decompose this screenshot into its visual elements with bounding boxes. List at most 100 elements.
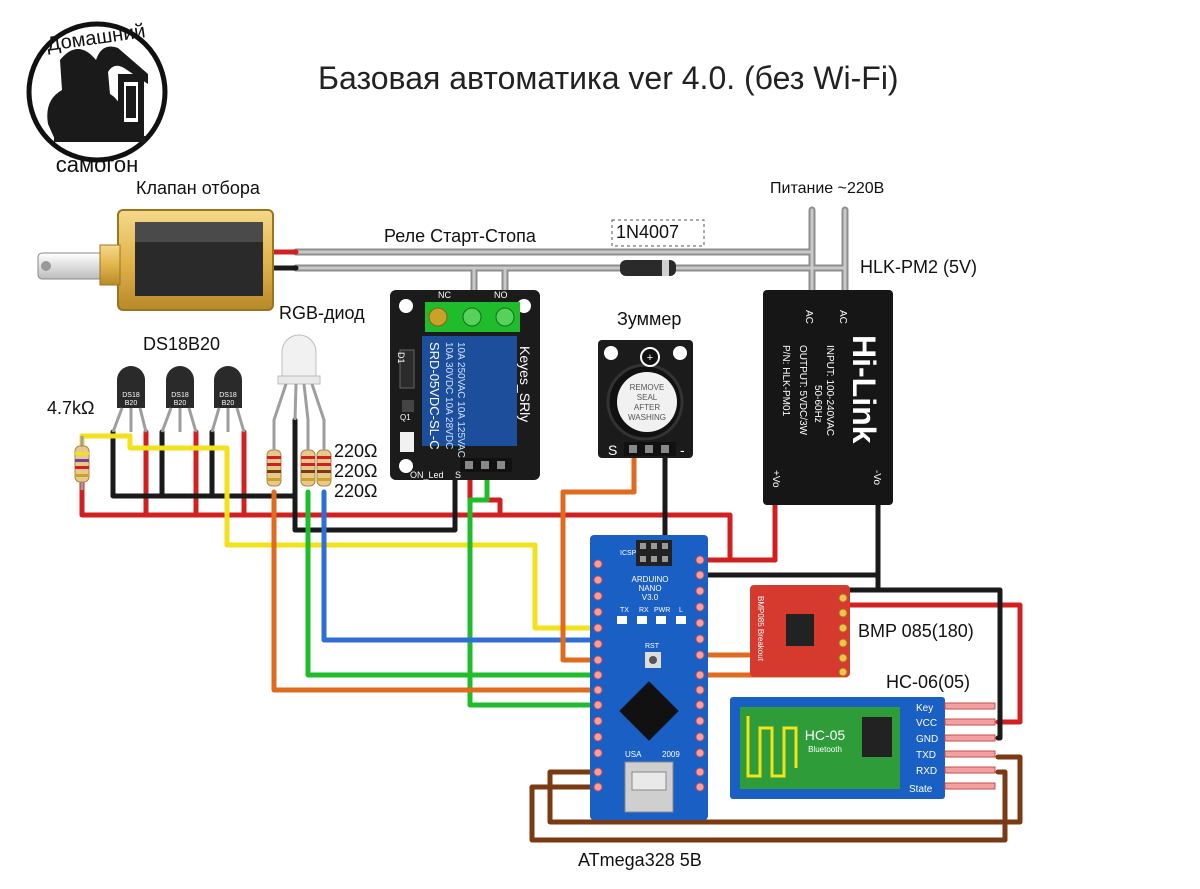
svg-text:Keyes_SRly: Keyes_SRly (517, 346, 533, 422)
wire-ac-2 (292, 264, 849, 294)
diode-1n4007 (611, 219, 705, 276)
svg-text:-: - (680, 442, 685, 458)
svg-text:RXD: RXD (916, 766, 937, 777)
logo: Домашний самогон (26, 20, 168, 177)
ds18b20-2: DS18 B20 (160, 366, 198, 433)
label-rgb: RGB-диод (279, 303, 365, 323)
svg-text:NC: NC (438, 290, 451, 300)
svg-text:TXD: TXD (916, 750, 936, 761)
buzzer-module: + REMOVE SEAL AFTER WASHING S - (598, 340, 693, 458)
svg-text:USA: USA (625, 750, 642, 759)
hlk-psu: AC AC +Vo -Vo Hi-Link INPUT: 100-240VAC … (763, 290, 893, 505)
label-buzzer: Зуммер (617, 309, 681, 329)
svg-text:Bluetooth: Bluetooth (808, 745, 842, 754)
svg-text:OUTPUT: 5VDC/3W: OUTPUT: 5VDC/3W (797, 345, 808, 436)
svg-text:TX: TX (620, 607, 629, 614)
svg-text:B20: B20 (174, 400, 187, 407)
relay-module: NC NO 10A 250VAC 10A 125VAC 10A 30VDC 10… (390, 290, 540, 480)
wire-onewire (79, 433, 601, 631)
svg-text:L: L (679, 607, 683, 614)
svg-text:+Vo: +Vo (770, 470, 781, 488)
labels: Клапан отбора Реле Старт-Стопа 1N4007 Пи… (47, 178, 977, 870)
wire-serial-2 (529, 769, 1008, 843)
label-r1: 220Ω (334, 441, 378, 461)
label-ds18b20: DS18B20 (143, 334, 220, 354)
svg-text:S: S (455, 470, 461, 480)
svg-text:50-60Hz: 50-60Hz (812, 385, 823, 423)
svg-text:-Vo: -Vo (871, 470, 882, 485)
svg-text:WASHING: WASHING (628, 413, 666, 422)
svg-text:BMP085 Breakout: BMP085 Breakout (756, 596, 765, 662)
svg-text:10A 250VAC 10A 125VAC: 10A 250VAC 10A 125VAC (455, 342, 466, 458)
svg-text:NANO: NANO (638, 584, 661, 593)
svg-text:GND: GND (916, 734, 938, 745)
label-psu: HLK-PM2 (5V) (860, 257, 977, 277)
label-valve: Клапан отбора (136, 178, 261, 198)
hc05-module: HC-05 Bluetooth Key VCC GND TXD RXD Stat… (730, 697, 996, 799)
svg-text:Hi-Link: Hi-Link (846, 335, 882, 444)
svg-text:State: State (909, 784, 933, 795)
svg-text:ON_Led: ON_Led (410, 470, 444, 480)
svg-text:B20: B20 (222, 400, 235, 407)
svg-text:RX: RX (639, 607, 649, 614)
arduino-nano: ICSP ARDUINO NANO V3.0 TX RX PWR L RST U… (590, 535, 708, 820)
wire-blue-rgb (321, 489, 601, 643)
svg-text:DS18: DS18 (122, 392, 140, 399)
svg-text:B20: B20 (125, 400, 138, 407)
svg-text:SEAL: SEAL (637, 393, 658, 402)
label-diode: 1N4007 (616, 222, 679, 242)
page-title: Базовая автоматика ver 4.0. (без Wi-Fi) (318, 60, 899, 96)
svg-text:Key: Key (916, 703, 933, 714)
svg-text:SRD-05VDC-SL-C: SRD-05VDC-SL-C (427, 342, 442, 450)
svg-text:AC: AC (803, 310, 814, 324)
wire-orange-rgb (271, 489, 601, 693)
svg-text:ICSP: ICSP (620, 550, 637, 557)
svg-text:2009: 2009 (662, 750, 680, 759)
ds18b20-sensors: DS18 B20 DS18 B20 DS18 B20 (111, 366, 246, 433)
svg-text:PWR: PWR (654, 607, 670, 614)
svg-text:INPUT: 100-240VAC: INPUT: 100-240VAC (824, 345, 835, 436)
wire-gnd-main (110, 429, 458, 533)
label-relay: Реле Старт-Стопа (384, 226, 537, 246)
wire-green-rgb (305, 489, 601, 678)
bmp085-module: BMP085 Breakout (750, 585, 850, 677)
resistor-pullup (74, 436, 90, 490)
resistor-220-2 (300, 449, 316, 487)
label-bmp: BMP 085(180) (858, 621, 974, 641)
label-pullup: 4.7kΩ (47, 398, 94, 418)
svg-text:Q1: Q1 (400, 413, 411, 422)
svg-text:NO: NO (494, 290, 508, 300)
svg-text:HC-05: HC-05 (805, 727, 846, 743)
label-r2: 220Ω (334, 461, 378, 481)
svg-text:V3.0: V3.0 (642, 593, 659, 602)
wires (79, 206, 1023, 843)
svg-text:+: + (647, 352, 653, 364)
label-mcu: ATmega328 5В (578, 850, 702, 870)
wire-serial-1 (547, 754, 1023, 825)
svg-text:10A 30VDC 10A 28VDC: 10A 30VDC 10A 28VDC (443, 342, 454, 449)
svg-text:DS18: DS18 (219, 392, 237, 399)
resistor-220-1 (266, 449, 282, 487)
svg-text:REMOVE: REMOVE (630, 383, 665, 392)
label-power: Питание ~220В (770, 180, 884, 197)
svg-text:RST: RST (645, 643, 660, 650)
label-r3: 220Ω (334, 481, 378, 501)
resistors (74, 436, 332, 490)
label-bt: HC-06(05) (886, 672, 970, 692)
ds18b20-3: DS18 B20 (210, 366, 246, 433)
resistor-220-3 (316, 449, 332, 487)
svg-text:DS18: DS18 (171, 392, 189, 399)
svg-text:D1: D1 (396, 352, 406, 364)
ds18b20-1: DS18 B20 (111, 366, 148, 433)
svg-text:P/N: HLK-PM01: P/N: HLK-PM01 (780, 345, 791, 417)
svg-text:AC: AC (837, 310, 848, 324)
svg-text:AFTER: AFTER (634, 403, 660, 412)
solenoid-valve (37, 209, 274, 311)
rgb-led (272, 334, 326, 450)
svg-text:ARDUINO: ARDUINO (632, 575, 669, 584)
logo-bottom-text: самогон (56, 152, 139, 177)
svg-text:S: S (608, 442, 617, 458)
svg-text:VCC: VCC (916, 718, 937, 729)
